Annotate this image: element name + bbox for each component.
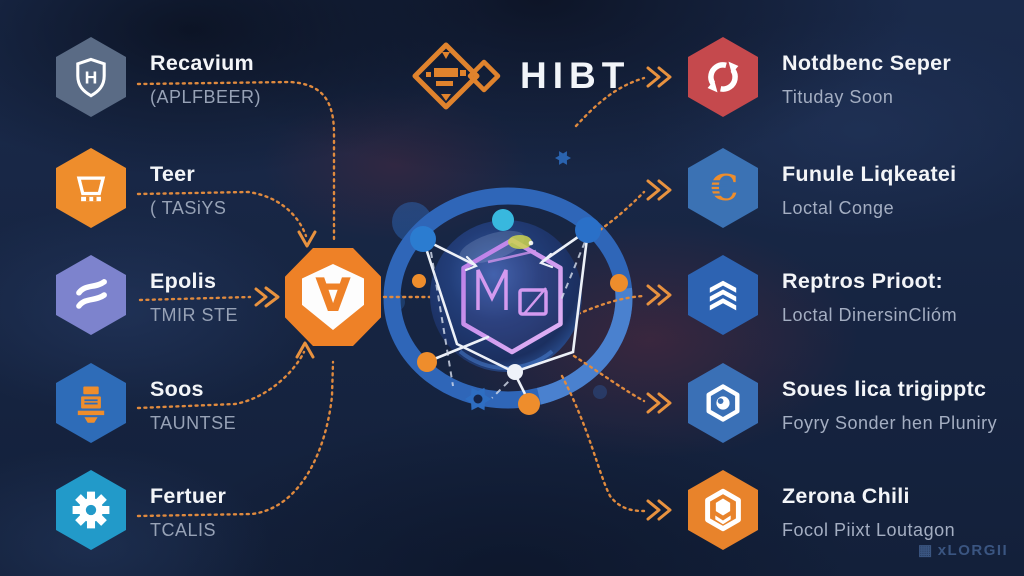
node-blue-left bbox=[410, 226, 436, 252]
hexagon-badge bbox=[56, 255, 126, 335]
cart-icon bbox=[76, 176, 106, 202]
left-connectors bbox=[136, 80, 432, 518]
connector-left-1 bbox=[136, 80, 336, 242]
item-title: Funule Liqkeatei bbox=[782, 162, 957, 186]
hexagon-badge: H bbox=[56, 37, 126, 117]
machine-icon bbox=[77, 386, 105, 423]
header-title: HIBT bbox=[520, 55, 631, 96]
item-subtitle: TMIR STE bbox=[150, 305, 238, 325]
item-subtitle: (APLFBEER) bbox=[150, 87, 262, 107]
hub-glyph: ∀ bbox=[315, 268, 351, 322]
item-title: Soos bbox=[150, 377, 204, 401]
layers-chevron-icon bbox=[709, 280, 737, 311]
hexagon-badge bbox=[688, 363, 758, 443]
sync-arrows-icon bbox=[707, 61, 739, 93]
node-orange-4 bbox=[518, 393, 540, 415]
splat-small bbox=[555, 151, 571, 165]
item-title: Soues lica trigipptc bbox=[782, 377, 987, 401]
svg-text:H: H bbox=[85, 68, 98, 88]
hex-globe-icon bbox=[706, 384, 740, 422]
hibt-diamond-logo bbox=[412, 42, 501, 110]
hexagon-badge bbox=[56, 148, 126, 228]
node-white bbox=[507, 364, 523, 380]
connector-right-5 bbox=[560, 374, 646, 513]
item-subtitle: ( TASiYS bbox=[150, 198, 227, 218]
hexagon-wireframe bbox=[461, 235, 563, 355]
hexagon-badge bbox=[688, 255, 758, 335]
hexagon-badge: C bbox=[688, 148, 758, 228]
node-orange-2 bbox=[610, 274, 628, 292]
hexagon-badge bbox=[688, 37, 758, 117]
item-title: Notdbenc Seper bbox=[782, 51, 952, 75]
node-orange-3 bbox=[417, 352, 437, 372]
gear-icon bbox=[72, 491, 110, 529]
svg-text:C: C bbox=[710, 168, 738, 209]
left-item-fertuer: Fertuer TCALIS bbox=[56, 470, 226, 550]
item-title: Epolis bbox=[150, 269, 217, 293]
hexagon-badge bbox=[56, 363, 126, 443]
item-subtitle: TAUNTSE bbox=[150, 413, 237, 433]
item-title: Zerona Chili bbox=[782, 484, 910, 508]
connector-left-4 bbox=[136, 350, 306, 410]
right-item-zerona: Zerona Chili Focol Piixt Loutagon bbox=[688, 470, 955, 550]
watermark-text: xLORGII bbox=[937, 541, 1009, 559]
connector-left-3 bbox=[138, 295, 252, 302]
hexagon-badge bbox=[688, 470, 758, 550]
right-item-funule: C Funule Liqkeatei Loctal Conge bbox=[688, 148, 956, 228]
connector-right-3 bbox=[576, 294, 646, 316]
orbit-nodes bbox=[410, 151, 628, 415]
left-item-teer: Teer ( TASiYS bbox=[56, 148, 226, 228]
item-subtitle: Loctal Conge bbox=[782, 198, 895, 218]
hexagon-badge bbox=[56, 470, 126, 550]
connector-right-1 bbox=[574, 76, 646, 128]
connector-left-5 bbox=[136, 360, 335, 518]
item-subtitle: Foyry Sonder hen Pluniry bbox=[782, 413, 998, 433]
connector-right-2 bbox=[598, 190, 646, 232]
glow-dot bbox=[508, 235, 532, 249]
node-cyan-top bbox=[492, 209, 514, 231]
item-subtitle: TCALIS bbox=[150, 520, 217, 540]
right-item-soues: Soues lica trigipptc Foyry Sonder hen Pl… bbox=[688, 363, 997, 443]
left-item-soos: Soos TAUNTSE bbox=[56, 363, 236, 443]
item-title: Reptros Prioot: bbox=[782, 269, 943, 293]
item-title: Fertuer bbox=[150, 484, 227, 508]
connector-left-2 bbox=[136, 190, 308, 238]
waves-icon bbox=[76, 279, 107, 309]
connector-right-4 bbox=[572, 354, 646, 403]
item-subtitle: Tituday Soon bbox=[782, 87, 894, 107]
left-item-epolis: Epolis TMIR STE bbox=[56, 255, 238, 335]
item-title: Recavium bbox=[150, 51, 254, 75]
node-blue-right bbox=[575, 217, 601, 243]
item-title: Teer bbox=[150, 162, 196, 186]
item-subtitle: Loctal DinersinClióm bbox=[782, 305, 958, 325]
watermark: ▦ xLORGII bbox=[918, 541, 1009, 560]
hex-stack-icon bbox=[705, 488, 741, 532]
node-orange-1 bbox=[412, 274, 426, 288]
item-subtitle: Focol Piixt Loutagon bbox=[782, 520, 956, 540]
right-connectors bbox=[560, 76, 646, 513]
header: HIBT bbox=[408, 40, 630, 112]
coin-c-icon: C bbox=[710, 168, 738, 209]
right-item-reptros: Reptros Prioot: Loctal DinersinClióm bbox=[688, 255, 957, 335]
arrowheads bbox=[254, 66, 672, 521]
right-item-notdbenc: Notdbenc Seper Tituday Soon bbox=[688, 37, 951, 117]
left-item-recavium: H Recavium (APLFBEER) bbox=[56, 37, 261, 117]
hub-badge: ∀ bbox=[285, 248, 381, 346]
hub-shield: ∀ bbox=[302, 264, 364, 330]
grid-icon: ▦ bbox=[918, 542, 934, 559]
shield-h-icon: H bbox=[76, 57, 106, 98]
